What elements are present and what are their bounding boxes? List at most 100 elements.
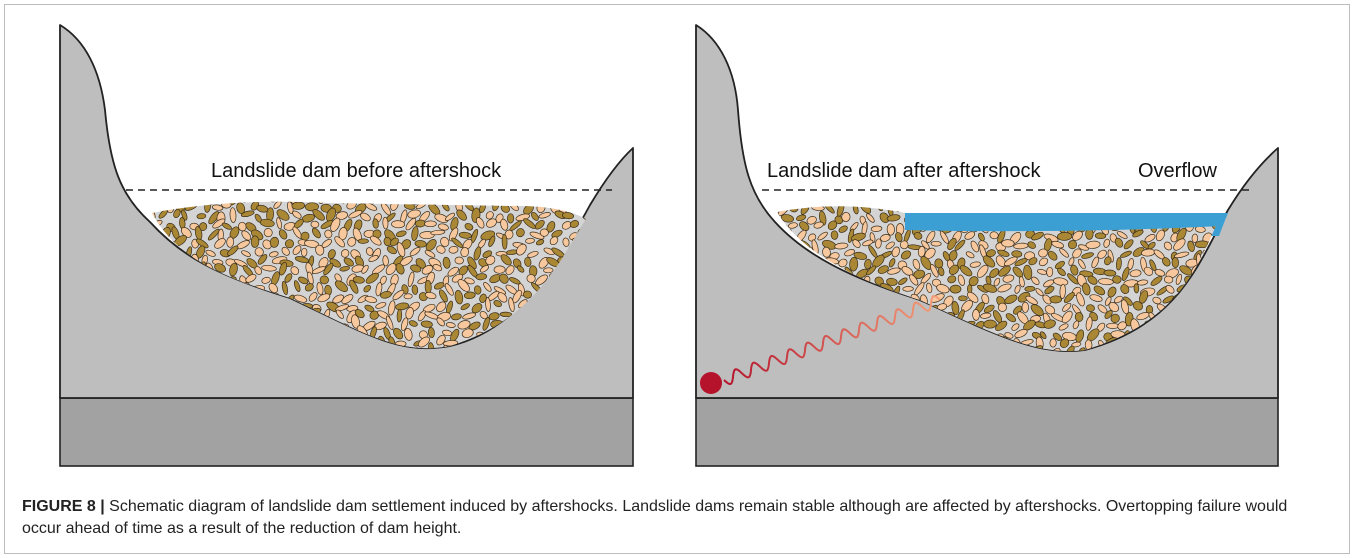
light-clast xyxy=(368,255,379,262)
seismic-source-dot xyxy=(700,372,722,394)
light-clast xyxy=(887,267,901,275)
dark-clast xyxy=(524,257,532,267)
light-clast xyxy=(1152,296,1162,305)
light-clast xyxy=(263,228,273,238)
dark-clast xyxy=(523,290,532,299)
light-clast xyxy=(1042,294,1052,305)
dark-clast xyxy=(1024,286,1036,292)
dark-clast xyxy=(173,208,181,219)
right-panel: Landslide dam after aftershock Overflow xyxy=(695,24,1279,467)
dark-clast xyxy=(334,280,348,292)
dark-clast xyxy=(349,279,359,294)
dark-clast xyxy=(1093,285,1106,296)
light-clast xyxy=(212,218,226,229)
light-clast xyxy=(529,231,545,240)
dark-clast xyxy=(257,254,268,265)
right-panel-title: Landslide dam after aftershock xyxy=(767,160,1041,182)
light-clast xyxy=(404,328,413,341)
light-clast xyxy=(1014,284,1021,294)
light-clast xyxy=(409,247,421,257)
dark-clast xyxy=(888,258,896,268)
light-clast xyxy=(1072,248,1082,259)
dark-clast xyxy=(1054,260,1065,270)
light-clast xyxy=(292,210,302,219)
dark-clast xyxy=(959,265,973,277)
light-clast xyxy=(870,225,883,232)
light-clast xyxy=(242,201,252,203)
dark-clast xyxy=(471,303,483,314)
overflow-label: Overflow xyxy=(1138,160,1217,182)
light-clast xyxy=(486,218,497,228)
dark-clast xyxy=(1074,312,1084,322)
right-bedrock-layer xyxy=(695,397,1279,467)
light-clast xyxy=(930,240,942,247)
light-clast xyxy=(241,250,251,257)
light-clast xyxy=(327,201,336,203)
dark-clast xyxy=(983,319,997,329)
light-clast xyxy=(293,294,308,303)
light-clast xyxy=(316,282,324,296)
light-clast xyxy=(361,264,369,274)
dark-clast xyxy=(958,295,968,302)
light-clast xyxy=(290,266,300,275)
light-clast xyxy=(1049,338,1057,348)
light-clast xyxy=(1014,329,1028,338)
dark-clast xyxy=(254,189,264,202)
light-clast xyxy=(1129,269,1142,278)
light-clast xyxy=(829,193,841,203)
dark-clast xyxy=(281,280,288,296)
light-clast xyxy=(965,251,975,259)
light-clast xyxy=(445,322,456,328)
light-clast xyxy=(981,293,990,305)
dark-clast xyxy=(411,226,419,241)
light-clast xyxy=(324,229,333,239)
dark-clast xyxy=(395,230,407,238)
light-clast xyxy=(408,201,418,206)
dark-clast xyxy=(945,206,956,212)
light-clast xyxy=(298,201,312,202)
light-clast xyxy=(817,231,828,241)
dark-clast xyxy=(482,317,490,331)
light-clast xyxy=(506,201,518,203)
light-clast xyxy=(1103,238,1111,248)
dark-clast xyxy=(1196,206,1204,212)
light-clast xyxy=(1077,258,1086,270)
light-clast xyxy=(834,242,849,250)
light-clast xyxy=(1121,299,1129,315)
dark-clast xyxy=(1081,252,1094,259)
light-clast xyxy=(444,283,454,296)
light-clast xyxy=(1048,192,1062,203)
light-clast xyxy=(977,264,989,278)
dark-clast xyxy=(985,196,996,203)
light-clast xyxy=(809,194,821,207)
light-clast xyxy=(403,293,413,300)
dark-clast xyxy=(1047,250,1058,261)
light-clast xyxy=(1025,194,1035,203)
light-clast xyxy=(315,244,325,256)
light-clast xyxy=(909,274,919,286)
dark-clast xyxy=(989,268,1000,278)
dark-clast xyxy=(949,284,962,294)
light-clast xyxy=(1026,206,1036,215)
dark-clast xyxy=(475,273,488,281)
dark-clast xyxy=(380,291,392,299)
dark-clast xyxy=(1044,285,1055,295)
figure-frame xyxy=(4,4,1350,554)
figure-caption: FIGURE 8 | Schematic diagram of landslid… xyxy=(22,496,1322,540)
dark-clast xyxy=(442,256,451,269)
light-clast xyxy=(1116,231,1128,239)
light-clast xyxy=(348,210,363,219)
light-clast xyxy=(268,283,278,294)
dark-clast xyxy=(823,206,835,214)
dark-clast xyxy=(516,228,525,238)
dark-clast xyxy=(1112,275,1122,284)
light-clast xyxy=(221,201,232,209)
light-clast xyxy=(822,246,831,258)
dark-clast xyxy=(561,212,575,220)
light-clast xyxy=(553,201,566,204)
light-clast xyxy=(1089,294,1103,302)
light-clast xyxy=(930,195,940,203)
light-clast xyxy=(1149,206,1161,213)
dark-clast xyxy=(451,313,462,321)
dark-clast xyxy=(967,206,976,213)
